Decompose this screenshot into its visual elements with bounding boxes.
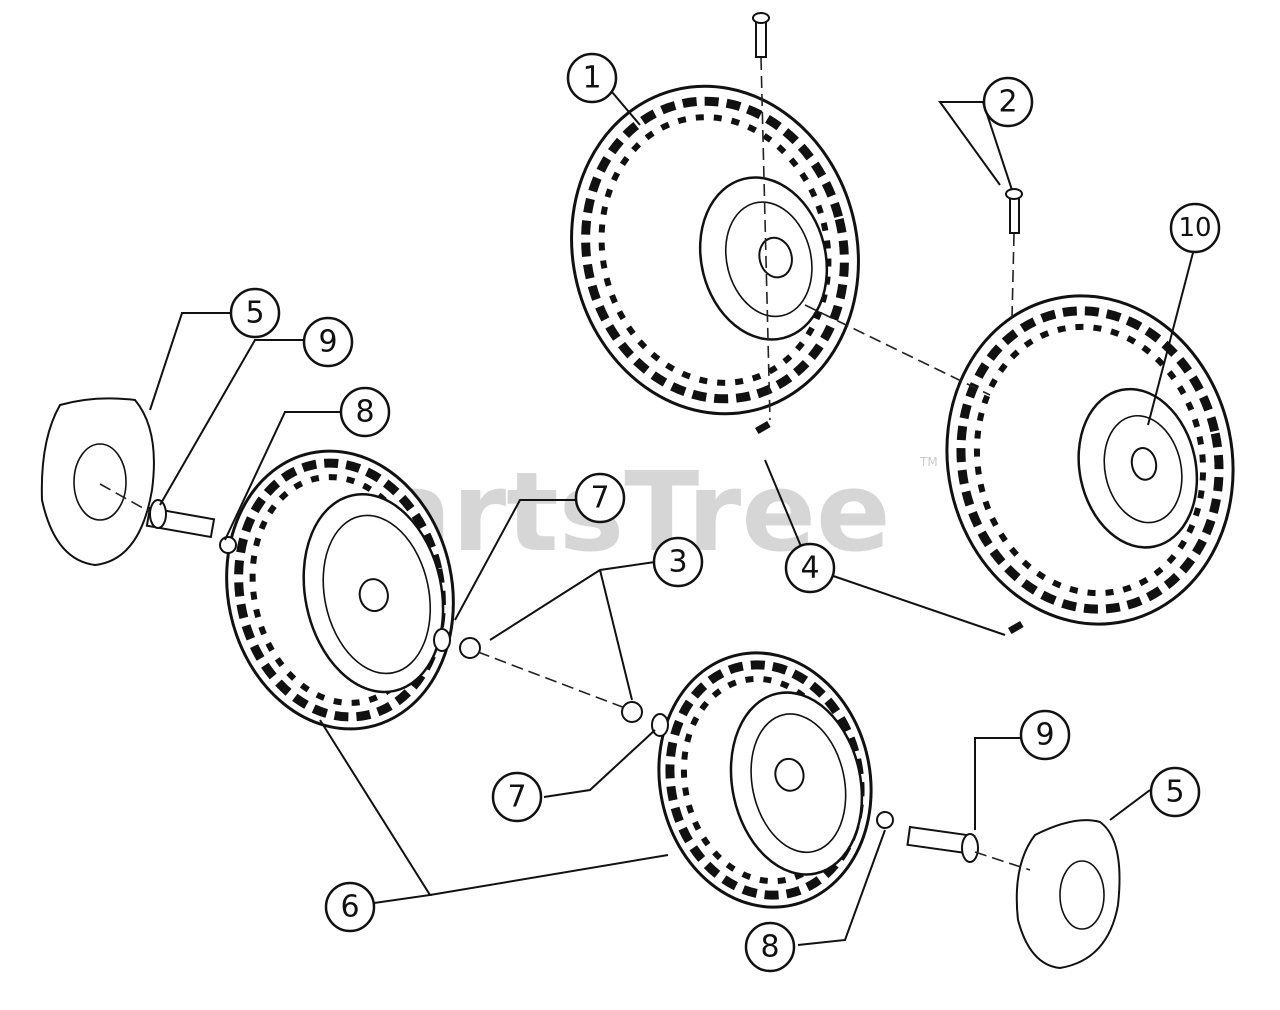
callout-7-top: 7 [574,472,626,524]
nut-left [219,536,237,554]
hex-nut-left [459,637,481,659]
rear-tire-right [945,294,1235,626]
callout-6-label: 6 [340,890,359,925]
callout-5-left: 5 [229,287,281,339]
clevis-pin-right [1005,188,1023,234]
rear-tire-left [570,84,860,416]
callout-7-bottom: 7 [491,771,543,823]
hub-cap-right [1015,819,1121,970]
callout-10: 10 [1169,202,1221,254]
callout-3: 3 [652,536,704,588]
shoulder-bolt-right [906,825,979,863]
callout-5-right: 5 [1149,766,1201,818]
washer-right [651,713,669,737]
callout-4-label: 4 [800,551,819,586]
callout-9-right: 9 [1019,709,1071,761]
callout-2: 2 [982,76,1034,128]
callout-8-left: 8 [339,386,391,438]
callout-10-label: 10 [1178,213,1211,243]
callout-8-right-label: 8 [760,930,779,965]
callout-5-left-label: 5 [245,296,264,331]
clevis-pin-top [752,12,770,58]
assembly-lines [99,57,1031,871]
callout-1-label: 1 [582,61,601,96]
callout-9-right-label: 9 [1035,718,1054,753]
callout-1: 1 [566,52,618,104]
callout-7-top-label: 7 [590,481,609,516]
cotter-pin-left [755,421,771,435]
cotter-pin-right [1008,620,1024,635]
callout-2-label: 2 [998,85,1017,120]
callout-8-right: 8 [744,921,796,973]
watermark-trademark: TM [919,455,938,469]
callout-3-label: 3 [668,545,687,580]
callout-7-bottom-label: 7 [507,780,526,815]
nut-right [876,811,894,829]
shoulder-bolt-left [145,499,216,539]
washer-left [433,628,451,652]
callout-5-right-label: 5 [1165,775,1184,810]
callout-9-left-label: 9 [318,325,337,360]
callout-4: 4 [784,542,836,594]
hex-nut-right [621,701,643,723]
hub-cap-left [40,397,155,567]
front-wheel-left [225,449,455,731]
callout-6: 6 [324,881,376,933]
callout-8-left-label: 8 [355,395,374,430]
front-wheel-right [657,651,873,909]
callout-9-left: 9 [302,316,354,368]
